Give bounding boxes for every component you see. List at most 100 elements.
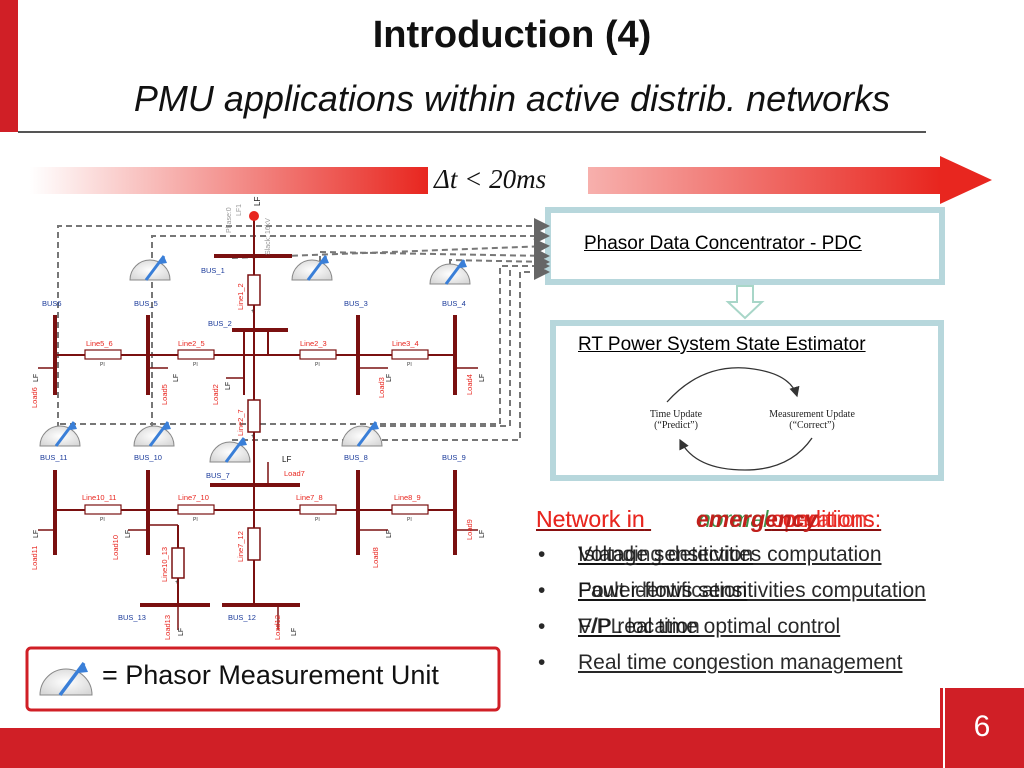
plus-label: + [251, 434, 255, 440]
load-label: Load13 [163, 615, 172, 640]
line-label: Line2_7 [236, 409, 245, 436]
list-item: Fault identification [578, 579, 748, 602]
footer-bar [0, 728, 1024, 768]
normal-operation-heading: Network in emergency operation: [536, 506, 874, 532]
bus-label: BUS_7 [206, 471, 230, 480]
plus-label: + [251, 309, 255, 315]
line-label: Line7_8 [296, 493, 323, 502]
estimator-title: RT Power System State Estimator [578, 334, 866, 355]
title-divider [18, 131, 926, 133]
list-item: •Real time congestion management [538, 651, 903, 674]
line-label: Line7_10 [178, 493, 209, 502]
pmu-gauge-icon [429, 259, 471, 285]
page-number-divider [943, 688, 945, 768]
pmu-gauge-icon [39, 421, 81, 447]
normal-word: normal [698, 506, 769, 532]
load-lf-label: LF [225, 382, 232, 390]
load-label: Load7 [284, 469, 305, 478]
time-bar-right [588, 167, 940, 194]
pdc-to-estimator-arrow [725, 285, 765, 320]
line-label: Line1_2 [236, 283, 245, 310]
load-label: Load2 [211, 384, 220, 405]
line-label: Line5_6 [86, 339, 113, 348]
bus-label: BUS_1 [201, 266, 225, 275]
load-label: Load12 [273, 615, 282, 640]
measurement-update-label: Measurement Update(“Correct”) [769, 409, 855, 431]
emergency-heading: Network in emergency conditions: [536, 506, 882, 532]
slack-lf-marker: LF [253, 197, 262, 206]
load-lf-label: LF [33, 374, 40, 382]
load-label: Load6 [30, 387, 39, 408]
load-label: Load9 [465, 519, 474, 540]
legend-label: = Phasor Measurement Unit [102, 660, 439, 690]
emergency-list: Islanding detection Fault identification… [538, 543, 753, 651]
load-label: Load10 [111, 535, 120, 560]
load-label: Load8 [371, 547, 380, 568]
pmu-gauge-icon [133, 421, 175, 447]
lf-marker: LF [282, 455, 291, 464]
pi-label: PI [100, 362, 105, 368]
pi-label: PI [407, 517, 412, 523]
bus-label: BUS_8 [344, 453, 368, 462]
load-lf-label: LF [291, 628, 298, 636]
slide-title: Introduction (4) [372, 14, 652, 56]
load-lf-label: LF [178, 628, 185, 636]
pi-label: PI [407, 362, 412, 368]
pmu-gauge-icon [341, 421, 383, 447]
bus-label: BUS_9 [442, 453, 466, 462]
bus-label: BUS_11 [40, 453, 67, 462]
list-item: •V/P real time optimal control [538, 615, 841, 638]
bus-label: BUS6 [42, 299, 62, 308]
time-update-label: Time Update(“Predict”) [649, 409, 703, 431]
pi-label: PI [100, 517, 105, 523]
normal-operation-list: •Voltage sensitivities computation •Powe… [538, 543, 926, 687]
load-lf-label: LF [479, 530, 486, 538]
plus-label: + [175, 580, 179, 586]
estimator-box [550, 320, 944, 481]
pmu-gauge-icon [209, 437, 251, 463]
line-label: Line10_13 [160, 547, 169, 582]
bus-label: BUS_2 [208, 319, 232, 328]
load-label: Load4 [465, 374, 474, 395]
title-accent-bar [0, 0, 18, 132]
bus-label: BUS_12 [228, 613, 256, 622]
time-bar [30, 156, 992, 204]
time-constraint-label: Δt < 20ms [434, 164, 547, 194]
line-label: Line8_9 [394, 493, 421, 502]
pi-label: PI [193, 362, 198, 368]
bus-label: BUS_3 [344, 299, 368, 308]
predict-correct-loop [666, 367, 813, 471]
load-label: Load3 [377, 377, 386, 398]
line-label: Line3_4 [392, 339, 419, 348]
emergency-word: emergency [696, 506, 818, 532]
bus-label: BUS_5 [134, 299, 158, 308]
bus-label: BUS_10 [134, 453, 162, 462]
time-bar-arrowhead [940, 156, 992, 204]
line-label: Line2_5 [178, 339, 205, 348]
load-lf-label: LF [173, 374, 180, 382]
load-lf-label: LF [386, 374, 393, 382]
pi-label: PI [315, 517, 320, 523]
pi-label: PI [193, 517, 198, 523]
line-label: Line10_11 [82, 493, 116, 502]
time-bar-left [30, 167, 428, 194]
load-label: Load11 [30, 546, 39, 570]
load-lf-label: LF [125, 530, 132, 538]
list-item: F/PL location [578, 615, 700, 638]
list-item: Islanding detection [578, 543, 754, 566]
slack-label: Phase:0 [226, 207, 233, 233]
slide-subtitle: PMU applications within active distrib. … [133, 78, 891, 119]
pmu-gauges [39, 255, 471, 463]
load-lf-label: LF [386, 530, 393, 538]
legend-box [25, 646, 501, 712]
load-lf-label: LF [33, 530, 40, 538]
line-label: Line2_3 [300, 339, 327, 348]
line-label: Line7_12 [236, 531, 245, 562]
pmu-legend-icon [39, 661, 93, 697]
pmu-gauge-icon [129, 255, 171, 281]
power-network [38, 211, 478, 630]
pmu-gauge-icon [291, 255, 333, 281]
slack-label: Slack: 16kV [265, 218, 272, 255]
bus-label: BUS_13 [118, 613, 146, 622]
